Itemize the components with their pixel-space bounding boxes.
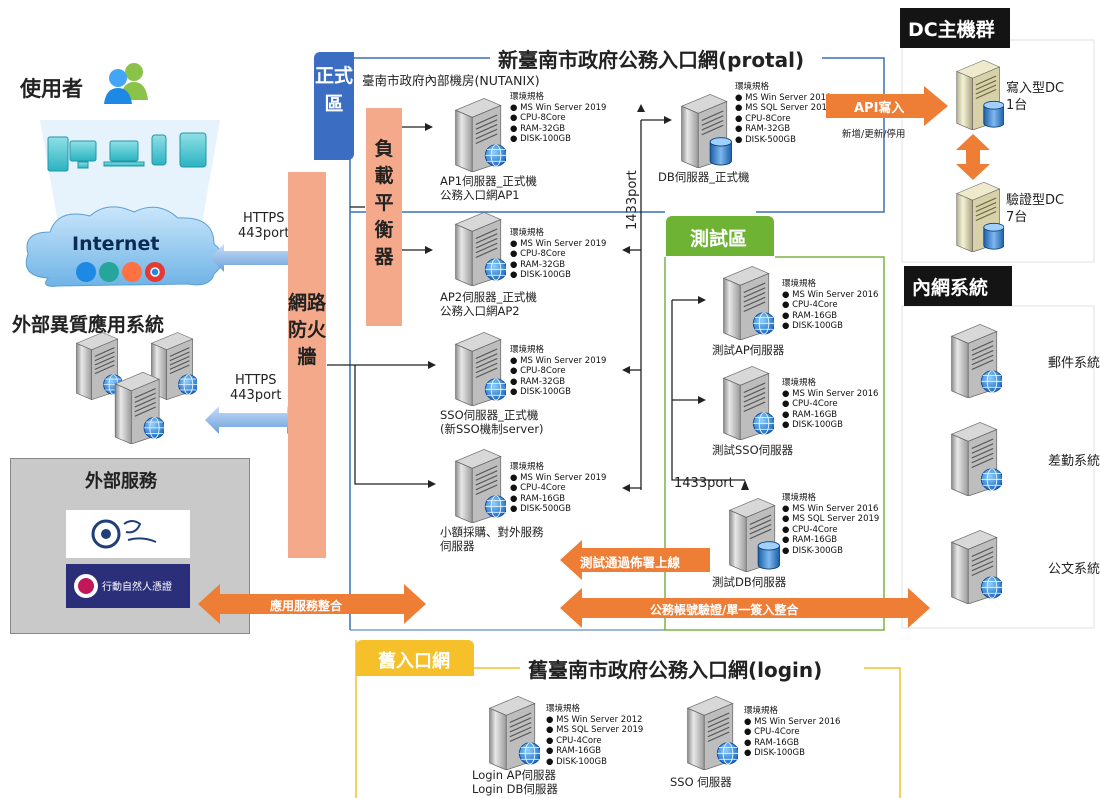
https-arrow-1 xyxy=(210,244,306,272)
ap1-server-label: AP1伺服器_正式機公務入口網AP1 xyxy=(440,174,537,202)
nutanix-label: 臺南市政府內部機房(NUTANIX) xyxy=(362,73,540,88)
port-1433-vertical: 1433port xyxy=(625,170,640,230)
test-db-server-label: 測試DB伺服器 xyxy=(712,575,787,589)
ap2-server-icon xyxy=(448,210,506,286)
intranet-title: 內網系統 xyxy=(912,277,989,299)
test-zone-badge xyxy=(666,216,774,256)
attendance-system-label: 差勤系統 xyxy=(1048,454,1100,469)
service-logo-2-text: 行動自然人憑證 xyxy=(102,582,172,593)
login-ap-specs: 環境規格 ● MS Win Server 2012● MS SQL Server… xyxy=(546,704,644,767)
service-logo-2-icon xyxy=(74,574,98,598)
api-write-note: 新增/更新/停用 xyxy=(842,129,906,140)
old-portal-title: 舊臺南市政府公務入口網(login) xyxy=(528,658,823,682)
test-sso-server-icon xyxy=(716,364,774,440)
service-logo-2: 行動自然人憑證 xyxy=(66,564,190,608)
portal-title: 新臺南市政府公務入口網(protal) xyxy=(498,48,805,72)
service-logo-1 xyxy=(66,510,190,558)
dc-title-badge xyxy=(900,8,1010,48)
test-db-specs: 環境規格 ● MS Win Server 2016● MS SQL Server… xyxy=(782,493,880,556)
old-sso-server-label: SSO 伺服器 xyxy=(670,775,732,789)
sso-specs: 環境規格 ● MS Win Server 2019● CPU-8Core ● R… xyxy=(510,345,607,397)
write-dc-icon xyxy=(950,58,1004,130)
test-zone-label: 測試區 xyxy=(690,228,748,250)
internet-cloud-icon xyxy=(25,206,224,287)
users-title: 使用者 xyxy=(20,77,83,101)
old-portal-badge-label: 舊入口網 xyxy=(378,651,450,672)
old-portal-badge xyxy=(356,640,474,676)
test-db-server-icon xyxy=(722,496,780,572)
app-integration-arrow xyxy=(198,584,426,624)
login-ap-server-icon xyxy=(482,694,540,770)
ap1-server-icon xyxy=(448,96,506,172)
document-system-server-icon xyxy=(944,528,1002,604)
external-services-title: 外部服務 xyxy=(85,471,157,492)
mail-system-label: 郵件系統 xyxy=(1048,356,1100,371)
ap2-server-label: AP2伺服器_正式機公務入口網AP2 xyxy=(440,290,537,318)
test-ap-server-label: 測試AP伺服器 xyxy=(712,343,785,357)
external-app-server-icon xyxy=(108,370,164,444)
test-ap-specs: 環境規格 ● MS Win Server 2016● CPU-4Core ● R… xyxy=(782,279,879,331)
document-system-label: 公文系統 xyxy=(1048,562,1100,577)
network-firewall xyxy=(288,172,326,558)
deploy-label: 測試通過佈署上線 xyxy=(580,555,681,570)
auth-integration-label: 公務帳號驗證/單一簽入整合 xyxy=(650,603,799,617)
sso-server-label: SSO伺服器_正式機(新SSO機制server) xyxy=(440,408,544,436)
db-server-label: DB伺服器_正式機 xyxy=(658,170,750,184)
small-procurement-specs: 環境規格 ● MS Win Server 2019● CPU-4Core ● R… xyxy=(510,462,607,514)
db-specs: 環境規格 ● MS Win Server 2019● MS SQL Server… xyxy=(735,82,833,145)
app-integration-label: 應用服務整合 xyxy=(270,599,343,613)
internet-label: Internet xyxy=(72,233,160,255)
dc-title: DC主機群 xyxy=(908,19,995,41)
test-sso-specs: 環境規格 ● MS Win Server 2016● CPU-4Core ● R… xyxy=(782,378,879,430)
test-ap-server-icon xyxy=(716,264,774,340)
mail-system-server-icon xyxy=(944,322,1002,398)
prod-zone-badge xyxy=(314,52,354,160)
ap1-specs: 環境規格 ● MS Win Server 2019● CPU-8Core ● R… xyxy=(510,92,607,144)
firewall-label: 網路防火牆 xyxy=(288,292,327,368)
ap2-specs: 環境規格 ● MS Win Server 2019● CPU-8Core ● R… xyxy=(510,228,607,280)
dc-sync-arrow xyxy=(956,134,990,180)
port-1433-horizontal: 1433port xyxy=(674,476,734,491)
sso-server-icon xyxy=(448,330,506,406)
intranet-title-badge xyxy=(904,266,1012,306)
load-balancer xyxy=(366,108,402,326)
db-server-icon xyxy=(674,92,732,168)
load-balancer-label: 負載平衡器 xyxy=(374,138,394,268)
auth-integration-arrow xyxy=(560,588,930,628)
prod-zone-label: 正式區 xyxy=(314,65,353,115)
users-icon xyxy=(104,63,148,104)
small-procurement-server-icon xyxy=(448,447,506,523)
old-sso-specs: 環境規格 ● MS Win Server 2016● CPU-4Core ● R… xyxy=(744,706,841,758)
attendance-system-server-icon xyxy=(944,420,1002,496)
old-sso-server-icon xyxy=(680,694,738,770)
https-arrow-2 xyxy=(205,406,301,434)
deploy-arrow xyxy=(560,540,710,580)
verify-dc-icon xyxy=(950,180,1004,252)
small-procurement-server-label: 小額採購、對外服務伺服器 xyxy=(440,525,544,553)
devices-icon xyxy=(40,120,220,235)
external-apps-title: 外部異質應用系統 xyxy=(12,314,165,336)
service-logo-1-icon xyxy=(91,519,157,549)
test-sso-server-label: 測試SSO伺服器 xyxy=(712,443,794,457)
api-write-label: API寫入 xyxy=(854,101,905,116)
api-write-arrow xyxy=(826,86,948,126)
